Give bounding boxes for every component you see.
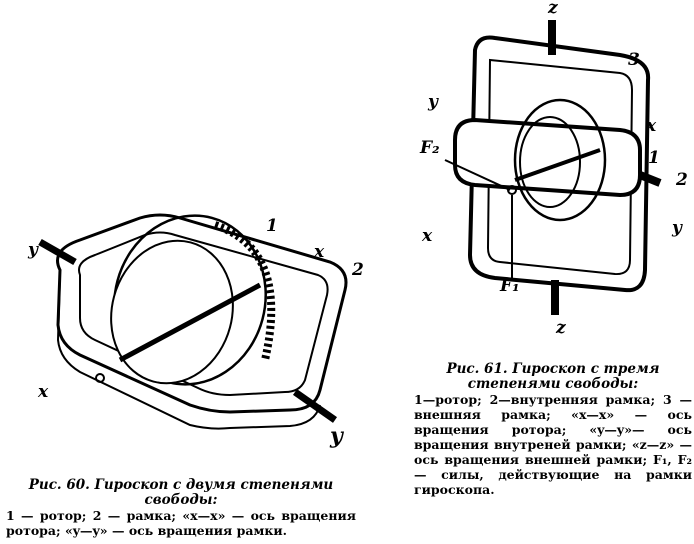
label-3: 3 [628,50,640,70]
label-y: y [672,218,682,238]
figure-60-drawing [38,213,348,430]
frame-2 [56,213,348,414]
label-x: x [38,382,49,402]
label-2: 2 [676,170,688,190]
rotor-1 [513,98,607,222]
label-y: y [330,423,343,449]
figure-61-caption: Рис. 61. Гироскоп с тремя степенями своб… [414,361,692,498]
label-x: x [646,116,657,136]
label-z: z [556,318,566,338]
label-x: x [422,226,433,246]
caption-text: 1 — ротор; 2 — рамка; «x—x» — ось вращен… [6,508,356,538]
outer-frame-3 [467,35,651,293]
figure-61-drawing [444,20,662,315]
label-f1: F₁ [500,276,520,296]
x-axis-shaft [118,282,262,363]
label-2: 2 [352,260,364,280]
figure-60-caption: Рис. 60. Гироскоп с двумя степенями своб… [6,477,356,539]
caption-title: Рис. 60. Гироскоп с двумя степенями своб… [28,477,334,508]
label-z: z [548,0,558,18]
caption-text: 1—ротор; 2—внутренняя рамка; 3 — внешняя… [414,392,692,497]
y-axis-shaft-right [292,389,338,423]
label-f2: F₂ [420,138,440,158]
label-y: y [428,92,438,112]
inner-frame-2 [453,117,642,198]
y-axis-shaft-left [38,238,77,266]
label-1: 1 [266,216,278,236]
label-y: y [28,240,38,260]
caption-title: Рис. 61. Гироскоп с тремя степенями своб… [446,361,660,392]
label-x: x [314,242,325,262]
label-1: 1 [648,148,660,168]
